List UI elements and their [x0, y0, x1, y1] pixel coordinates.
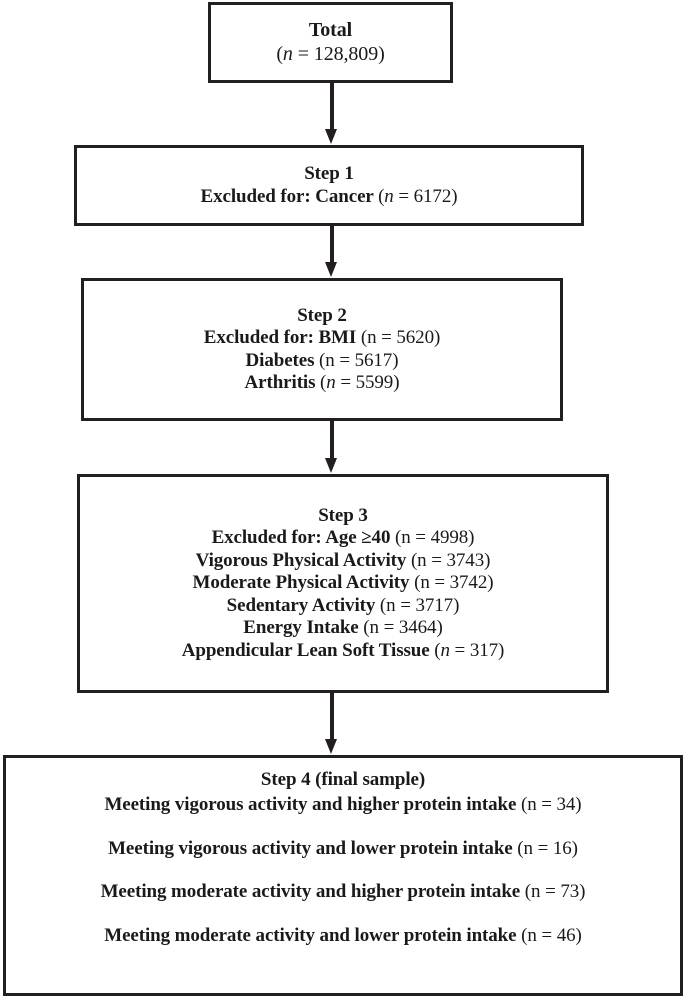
- node-step2-lines: Excluded for: BMI (n = 5620) Diabetes (n…: [203, 327, 441, 394]
- node-step4-line-2: Meeting moderate activity and higher pro…: [101, 881, 586, 903]
- arrow-head-icon: [325, 458, 337, 473]
- count-variable: n: [367, 327, 377, 349]
- count-value: = 5599): [335, 371, 400, 393]
- node-step4-title: Step 4 (final sample): [260, 769, 426, 790]
- line-label: Meeting vigorous activity and lower prot…: [108, 837, 518, 859]
- node-step1: Step 1 Excluded for: Cancer (n = 6172): [74, 145, 584, 226]
- count-variable: n: [531, 881, 541, 903]
- count-variable: n: [420, 572, 430, 594]
- count-value: = 3717): [395, 594, 460, 616]
- count-paren-open: (: [521, 924, 528, 946]
- count-paren-open: (: [410, 549, 418, 571]
- count-paren-open: (: [379, 594, 387, 616]
- count-value: = 6172): [393, 185, 458, 207]
- arrow-head-icon: [325, 129, 337, 144]
- count-variable: n: [417, 549, 427, 571]
- line-label: Arthritis: [244, 371, 321, 393]
- node-total-count: (n = 128,809): [276, 43, 384, 67]
- line-label: Moderate Physical Activity: [192, 572, 415, 594]
- count-paren-open: (: [520, 794, 528, 816]
- arrow-total-to-step1: [325, 83, 338, 145]
- count-variable: n: [401, 527, 411, 549]
- arrow-shaft: [330, 226, 334, 263]
- count-value: = 73): [540, 881, 586, 903]
- line-label: Meeting vigorous activity and higher pro…: [104, 794, 521, 816]
- count-paren-open: (: [414, 572, 421, 594]
- arrow-shaft: [330, 83, 334, 130]
- count-value: = 34): [536, 794, 582, 816]
- count-variable: n: [282, 42, 293, 65]
- node-step2: Step 2 Excluded for: BMI (n = 5620) Diab…: [81, 278, 563, 421]
- node-step3-lines: Excluded for: Age ≥40 (n = 4998) Vigorou…: [182, 527, 505, 661]
- node-step2-line-0: Excluded for: BMI (n = 5620): [203, 327, 441, 349]
- count-variable: n: [527, 794, 537, 816]
- count-paren-open: (: [320, 371, 327, 393]
- count-paren-open: (: [517, 837, 524, 859]
- line-label: Diabetes: [245, 349, 320, 371]
- node-step3: Step 3 Excluded for: Age ≥40 (n = 4998) …: [77, 474, 609, 693]
- count-variable: n: [440, 639, 451, 661]
- node-step4-line-0: Meeting vigorous activity and higher pro…: [104, 794, 581, 816]
- count-value: = 128,809): [292, 42, 385, 65]
- arrow-head-icon: [325, 262, 337, 277]
- count-variable: n: [325, 349, 335, 371]
- node-step3-line-3: Sedentary Activity (n = 3717): [227, 595, 460, 617]
- count-value: = 46): [536, 924, 582, 946]
- node-step4-line-3: Meeting moderate activity and lower prot…: [104, 924, 582, 947]
- count-variable: n: [386, 594, 396, 616]
- count-value: = 5620): [376, 327, 441, 349]
- node-step3-line-2: Moderate Physical Activity (n = 3742): [193, 572, 494, 594]
- count-variable: n: [523, 837, 534, 859]
- line-label: Energy Intake: [243, 617, 364, 639]
- node-step3-line-5: Appendicular Lean Soft Tissue (n = 317): [182, 640, 505, 662]
- arrow-step2-to-step3: [325, 421, 338, 474]
- count-paren-open: (: [276, 42, 283, 65]
- line-label: Meeting moderate activity and lower prot…: [104, 924, 522, 946]
- count-paren-open: (: [363, 617, 370, 639]
- count-paren-open: (: [524, 881, 532, 903]
- line-label: Excluded for: Cancer: [200, 185, 379, 207]
- arrow-step3-to-step4: [325, 693, 338, 755]
- arrow-step1-to-step2: [325, 226, 338, 278]
- node-step1-lines: Excluded for: Cancer (n = 6172): [201, 186, 458, 208]
- count-paren-open: (: [395, 527, 402, 549]
- count-variable: n: [326, 371, 336, 393]
- node-total: Total (n = 128,809): [208, 2, 453, 83]
- count-value: = 5617): [334, 349, 399, 371]
- count-paren-open: (: [434, 639, 441, 661]
- count-value: = 3742): [429, 572, 494, 594]
- count-value: = 3743): [426, 549, 491, 571]
- arrow-shaft: [330, 693, 334, 740]
- line-label: Meeting moderate activity and higher pro…: [100, 881, 525, 903]
- node-step1-title: Step 1: [304, 163, 354, 185]
- count-paren-open: (: [360, 327, 368, 349]
- count-variable: n: [369, 617, 380, 639]
- count-paren-open: (: [319, 349, 326, 371]
- count-variable: n: [384, 185, 394, 207]
- node-step2-title: Step 2: [297, 304, 347, 326]
- count-value: = 4998): [410, 527, 475, 549]
- line-label: Excluded for: BMI: [203, 327, 361, 349]
- line-label: Sedentary Activity: [226, 594, 380, 616]
- node-step2-line-1: Diabetes (n = 5617): [246, 350, 399, 372]
- count-value: = 317): [449, 639, 505, 661]
- line-label: Vigorous Physical Activity: [195, 549, 411, 571]
- node-step3-line-1: Vigorous Physical Activity (n = 3743): [196, 550, 491, 572]
- count-value: = 16): [532, 837, 578, 859]
- node-step2-line-2: Arthritis (n = 5599): [245, 372, 400, 394]
- line-label: Appendicular Lean Soft Tissue: [181, 639, 435, 661]
- arrow-shaft: [330, 421, 334, 459]
- arrow-head-icon: [325, 739, 337, 754]
- count-value: = 3464): [378, 617, 443, 639]
- count-variable: n: [527, 924, 537, 946]
- node-step1-line-0: Excluded for: Cancer (n = 6172): [201, 186, 458, 208]
- node-step3-title: Step 3: [318, 505, 368, 527]
- node-step3-line-0: Excluded for: Age ≥40 (n = 4998): [212, 527, 475, 549]
- node-step4-line-1: Meeting vigorous activity and lower prot…: [108, 838, 578, 860]
- node-total-title: Total: [308, 18, 353, 41]
- count-paren-open: (: [378, 185, 385, 207]
- node-step4: Step 4 (final sample) Meeting vigorous a…: [3, 755, 683, 996]
- node-step3-line-4: Energy Intake (n = 3464): [243, 617, 442, 639]
- line-label: Excluded for: Age ≥40: [211, 527, 396, 549]
